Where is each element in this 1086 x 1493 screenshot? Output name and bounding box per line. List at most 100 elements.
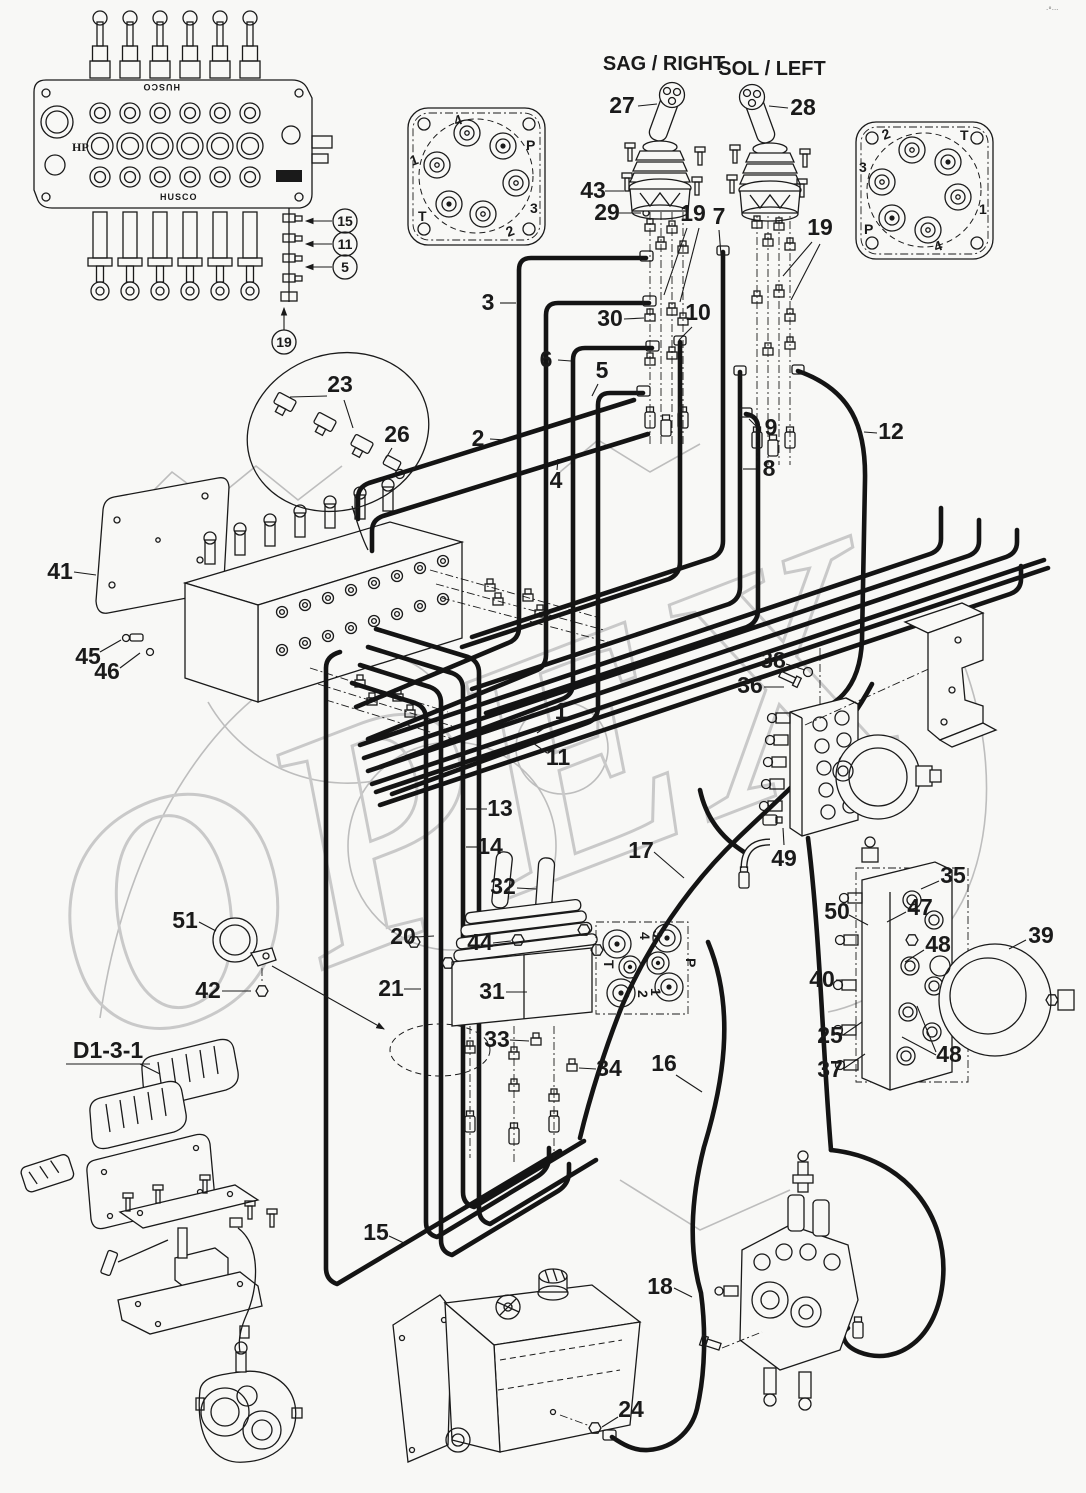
svg-text:29: 29 <box>594 199 620 225</box>
svg-text:31: 31 <box>479 978 505 1004</box>
svg-text:10: 10 <box>685 299 711 325</box>
callout-43: 43 <box>580 177 624 203</box>
svg-text:36: 36 <box>737 672 763 698</box>
callout-44: 44 <box>467 929 512 955</box>
callout-d131: D1-3-1 <box>66 1037 161 1075</box>
callout-21: 21 <box>378 975 421 1001</box>
svg-text:11: 11 <box>546 744 571 770</box>
plate-right-label-t: T <box>960 127 969 143</box>
accumulator-39 <box>929 943 1075 1057</box>
svg-text:1: 1 <box>555 698 568 724</box>
callout-47: 47 <box>886 894 933 923</box>
pedal-bracket-assembly <box>100 1174 278 1353</box>
bank-spools <box>203 478 395 565</box>
callout-3: 3 <box>482 289 516 315</box>
hydraulic-tank <box>392 1268 642 1463</box>
svg-text:6: 6 <box>540 346 553 372</box>
joystick-sag-right <box>621 81 706 445</box>
side-fitting-column <box>280 213 303 302</box>
svg-text:15: 15 <box>337 213 353 229</box>
svg-text:26: 26 <box>384 421 410 447</box>
svg-text:18: 18 <box>647 1273 673 1299</box>
plate-left-label-3: 3 <box>530 200 538 216</box>
svg-text:16: 16 <box>651 1050 677 1076</box>
callout-20: 20 <box>390 923 435 949</box>
circled-callout-15: 15 <box>304 208 358 234</box>
plate-center-label-p: P <box>683 958 699 967</box>
plate-center-label-1: 1 <box>648 988 664 996</box>
svg-text:28: 28 <box>790 94 816 120</box>
hose-clamp-51 <box>212 917 491 1077</box>
svg-text:5: 5 <box>596 357 609 383</box>
callout-28: 28 <box>768 94 816 120</box>
svg-text:8: 8 <box>763 455 776 481</box>
svg-text:13: 13 <box>487 795 513 821</box>
callout-50: 50 <box>824 898 869 926</box>
callout-19a: 19 <box>663 200 706 303</box>
title-sol-left: SOL / LEFT <box>718 58 825 80</box>
callout-40: 40 <box>809 966 856 992</box>
joystick-sol-left <box>726 83 811 465</box>
callout-48b: 48 <box>901 1005 962 1067</box>
svg-text:34: 34 <box>596 1055 622 1081</box>
plate-right-label-p: P <box>864 221 873 237</box>
port-plate-left: 4 P 1 3 T 2 <box>407 107 546 246</box>
plate-center-label-t: T <box>601 960 617 969</box>
callout-32: 32 <box>490 873 537 899</box>
callout-5: 5 <box>591 357 609 397</box>
callout-7: 7 <box>713 203 726 256</box>
svg-text:21: 21 <box>378 975 404 1001</box>
plate-center-label-3: 3 <box>650 930 666 938</box>
svg-text:35: 35 <box>940 862 966 888</box>
callout-34: 34 <box>578 1055 622 1081</box>
svg-text:33: 33 <box>484 1026 510 1052</box>
svg-text:44: 44 <box>467 929 493 955</box>
callout-31: 31 <box>479 978 527 1004</box>
callout-39: 39 <box>1008 922 1054 950</box>
svg-text:4: 4 <box>550 467 563 493</box>
plate-right-label-1: 1 <box>979 201 987 217</box>
svg-text:32: 32 <box>490 873 516 899</box>
hose-end-fittings <box>636 245 805 889</box>
callout-24: 24 <box>601 1396 644 1428</box>
svg-text:11: 11 <box>338 236 353 252</box>
svg-text:15: 15 <box>363 1219 389 1245</box>
callout-18: 18 <box>647 1273 693 1299</box>
svg-text:19: 19 <box>276 334 292 350</box>
svg-text:7: 7 <box>713 203 726 229</box>
svg-text:19: 19 <box>680 200 706 226</box>
callout-41: 41 <box>47 558 97 584</box>
callout-19b: 19 <box>782 214 833 301</box>
callout-8: 8 <box>743 455 776 481</box>
manifold-block-2 <box>832 836 969 1091</box>
accumulator-bracket <box>804 602 998 748</box>
callout-48a: 48 <box>904 931 951 963</box>
svg-text:5: 5 <box>341 259 349 275</box>
svg-text:17: 17 <box>628 837 654 863</box>
svg-text:49: 49 <box>771 845 797 871</box>
port-plate-center: 4 3 T P 2 1 <box>595 921 699 1015</box>
callout-13: 13 <box>466 795 513 821</box>
svg-text:42: 42 <box>195 977 221 1003</box>
svg-text:19: 19 <box>807 214 833 240</box>
brand-bottom: HUSCO <box>160 192 198 202</box>
corner-mark: ·°··· <box>1046 6 1058 14</box>
callout-4: 4 <box>550 458 563 493</box>
callout-51: 51 <box>172 907 217 933</box>
svg-text:3: 3 <box>482 289 495 315</box>
svg-text:30: 30 <box>597 305 623 331</box>
circled-callout-5: 5 <box>304 254 358 280</box>
callout-16: 16 <box>651 1050 703 1093</box>
pilot-valve-bank <box>182 478 609 741</box>
svg-text:41: 41 <box>47 558 73 584</box>
plate-center-label-2: 2 <box>635 990 651 998</box>
callout-46: 46 <box>94 647 155 684</box>
brand-top: HUSCO <box>142 82 180 92</box>
svg-text:38: 38 <box>760 647 786 673</box>
callout-10: 10 <box>678 299 711 341</box>
callout-23: 23 <box>289 371 354 429</box>
svg-text:D1-3-1: D1-3-1 <box>73 1037 144 1063</box>
port-plate-right: 2 T 3 P 1 4 <box>855 121 994 260</box>
